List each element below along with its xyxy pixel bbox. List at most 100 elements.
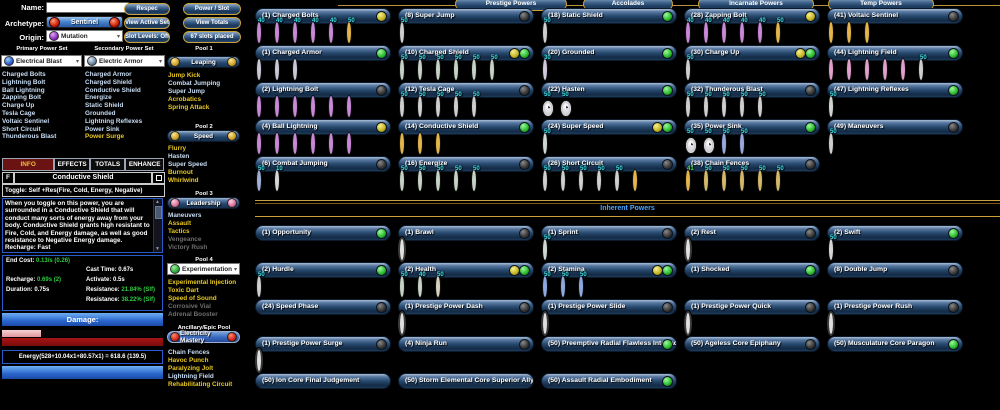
power-bar[interactable]: (2) Swift bbox=[827, 225, 963, 241]
enhancement-slot[interactable] bbox=[543, 313, 560, 334]
pool-power-item[interactable]: Corrosive Vial bbox=[168, 303, 211, 310]
power-bar[interactable]: (12) Tesla Cage bbox=[398, 82, 534, 98]
enhancement-slot[interactable]: 50 bbox=[686, 55, 703, 80]
enhancement-slot[interactable] bbox=[257, 59, 274, 80]
power-bar[interactable]: (32) Thunderous Blast bbox=[684, 82, 820, 98]
enhancement-slot[interactable]: 50 bbox=[919, 55, 936, 80]
pool-power-item[interactable]: Super Speed bbox=[168, 161, 208, 168]
archetype-select[interactable]: Sentinel bbox=[46, 16, 123, 28]
power-list-item[interactable]: Zapping Bolt bbox=[2, 94, 42, 102]
enhancement-slot[interactable] bbox=[829, 59, 846, 80]
enhancement-slot[interactable]: 50 bbox=[740, 166, 757, 191]
enhancement-slot[interactable]: 50 bbox=[561, 166, 578, 191]
enhancement-slot[interactable]: 50 bbox=[454, 55, 471, 80]
pool-power-item[interactable]: Lightning Field bbox=[168, 373, 214, 380]
enhancement-slot[interactable]: 50 bbox=[722, 92, 739, 117]
enhancement-slot[interactable]: 40 bbox=[311, 18, 328, 43]
pool-power-item[interactable]: Hasten bbox=[168, 153, 190, 160]
enhancement-slot[interactable]: 40 bbox=[257, 18, 274, 43]
power-bar[interactable]: (47) Lightning Reflexes bbox=[827, 82, 963, 98]
power-bar[interactable]: (2) Lightning Bolt bbox=[255, 82, 391, 98]
enhancement-slot[interactable]: 40 bbox=[722, 18, 739, 43]
power-bar[interactable]: (22) Hasten bbox=[541, 82, 677, 98]
enhancement-slot[interactable] bbox=[686, 239, 703, 260]
power-list-item[interactable]: Charged Shield bbox=[85, 78, 132, 86]
enhancement-slot[interactable]: 40 bbox=[686, 18, 703, 43]
power-list-item[interactable]: Charged Armor bbox=[85, 71, 132, 78]
power-bar[interactable]: (35) Power Sink bbox=[684, 119, 820, 135]
enhancement-slot[interactable]: 50 bbox=[454, 166, 471, 191]
pool-power-item[interactable]: Tactics bbox=[168, 228, 190, 235]
power-bar[interactable]: (50) Preemptive Radial Flawless Interfac… bbox=[541, 336, 677, 352]
power-list-item[interactable]: Short Circuit bbox=[2, 125, 41, 133]
power-bar[interactable]: (49) Maneuvers bbox=[827, 119, 963, 135]
pool-power-item[interactable]: Experimental Injection bbox=[168, 279, 237, 286]
enhancement-slot[interactable]: 50 bbox=[579, 166, 596, 191]
pool-power-item[interactable]: Jump Kick bbox=[168, 72, 201, 79]
enhancement-slot[interactable]: 50 bbox=[418, 92, 435, 117]
enhancement-slot[interactable]: 50 bbox=[561, 272, 578, 297]
enhancement-slot[interactable] bbox=[400, 239, 417, 260]
enhancement-slot[interactable]: 50 bbox=[400, 92, 417, 117]
enhancement-slot[interactable]: 50 bbox=[758, 92, 775, 117]
enhancement-slot[interactable] bbox=[865, 59, 882, 80]
scroll-up-icon[interactable]: ▲ bbox=[155, 199, 160, 205]
pool-power-item[interactable]: Toxic Dart bbox=[168, 287, 199, 294]
enhancement-slot[interactable]: 40 bbox=[293, 18, 310, 43]
power-bar[interactable]: (1) Prestige Power Dash bbox=[398, 299, 534, 315]
power-bar[interactable]: (26) Short Circuit bbox=[541, 156, 677, 172]
pool-select-experimentation[interactable]: Experimentation▾ bbox=[167, 263, 240, 275]
enhancement-slot[interactable] bbox=[275, 96, 292, 117]
popout-icon[interactable] bbox=[152, 172, 165, 184]
enhancement-slot[interactable]: 50 bbox=[740, 129, 757, 154]
enhancement-slot[interactable]: 50 bbox=[400, 55, 417, 80]
pool-power-item[interactable]: Assault bbox=[168, 220, 192, 227]
enhancement-slot[interactable]: ◔50 bbox=[704, 129, 721, 153]
power-bar[interactable]: (1) Charged Bolts bbox=[255, 8, 391, 24]
enhancement-slot[interactable]: 50 bbox=[597, 166, 614, 191]
enhancement-slot[interactable]: 41 bbox=[686, 166, 703, 191]
origin-select[interactable]: Mutation ▾ bbox=[46, 30, 123, 42]
slot-levels-button[interactable]: Slot Levels: Off bbox=[124, 31, 170, 43]
enhancement-slot[interactable]: 50 bbox=[543, 166, 560, 191]
power-bar[interactable]: (2) Stamina bbox=[541, 262, 677, 278]
power-bar[interactable]: (1) Prestige Power Rush bbox=[827, 299, 963, 315]
enhancement-slot[interactable]: 50 bbox=[257, 166, 274, 191]
pool-power-item[interactable]: Flurry bbox=[168, 145, 187, 152]
tab-enhance[interactable]: ENHANCE bbox=[125, 158, 164, 171]
enhancement-slot[interactable]: 50 bbox=[704, 92, 721, 117]
power-list-item[interactable]: Voltaic Sentinel bbox=[2, 117, 50, 125]
power-bar[interactable]: (1) Prestige Power Quick bbox=[684, 299, 820, 315]
power-bar[interactable]: (28) Zapping Bolt bbox=[684, 8, 820, 24]
power-slot-button[interactable]: Power / Slot bbox=[183, 3, 241, 15]
power-bar[interactable]: (44) Lightning Field bbox=[827, 45, 963, 61]
enhancement-slot[interactable]: 30 bbox=[543, 55, 560, 80]
power-bar[interactable]: (20) Grounded bbox=[541, 45, 677, 61]
view-totals-button[interactable]: View Totals bbox=[183, 17, 241, 29]
pool-power-item[interactable]: Acrobatics bbox=[168, 96, 202, 103]
power-bar[interactable]: (18) Static Shield bbox=[541, 8, 677, 24]
enhancement-slot[interactable] bbox=[329, 133, 346, 154]
slots-placed-button[interactable]: 67 slots placed bbox=[183, 31, 241, 43]
pool-bar-speed[interactable]: Speed bbox=[167, 130, 240, 142]
enhancement-slot[interactable]: 50 bbox=[490, 55, 507, 80]
enhancement-slot[interactable] bbox=[865, 22, 882, 43]
enhancement-slot[interactable] bbox=[847, 59, 864, 80]
pool-power-item[interactable]: Spring Attack bbox=[168, 104, 210, 111]
power-bar[interactable]: (50) Storm Elemental Core Superior Ally bbox=[398, 373, 534, 389]
enhancement-slot[interactable]: 50 bbox=[454, 92, 471, 117]
enhancement-slot[interactable] bbox=[311, 133, 328, 154]
pool-power-item[interactable]: Speed of Sound bbox=[168, 295, 217, 302]
enhancement-slot[interactable]: 50 bbox=[722, 166, 739, 191]
power-bar[interactable]: (8) Super Jump bbox=[398, 8, 534, 24]
enhancement-slot[interactable]: 50 bbox=[543, 272, 560, 297]
power-list-item[interactable]: Grounded bbox=[85, 109, 116, 117]
power-bar[interactable]: (16) Energize bbox=[398, 156, 534, 172]
enhancement-slot[interactable]: 50 bbox=[472, 92, 489, 117]
enhancement-slot[interactable]: 50 bbox=[472, 55, 489, 80]
enhancement-slot[interactable] bbox=[257, 96, 274, 117]
enhancement-slot[interactable] bbox=[257, 350, 274, 371]
enhancement-slot[interactable] bbox=[275, 133, 292, 154]
enhancement-slot[interactable]: 50 bbox=[543, 18, 560, 43]
name-input[interactable] bbox=[46, 2, 129, 13]
